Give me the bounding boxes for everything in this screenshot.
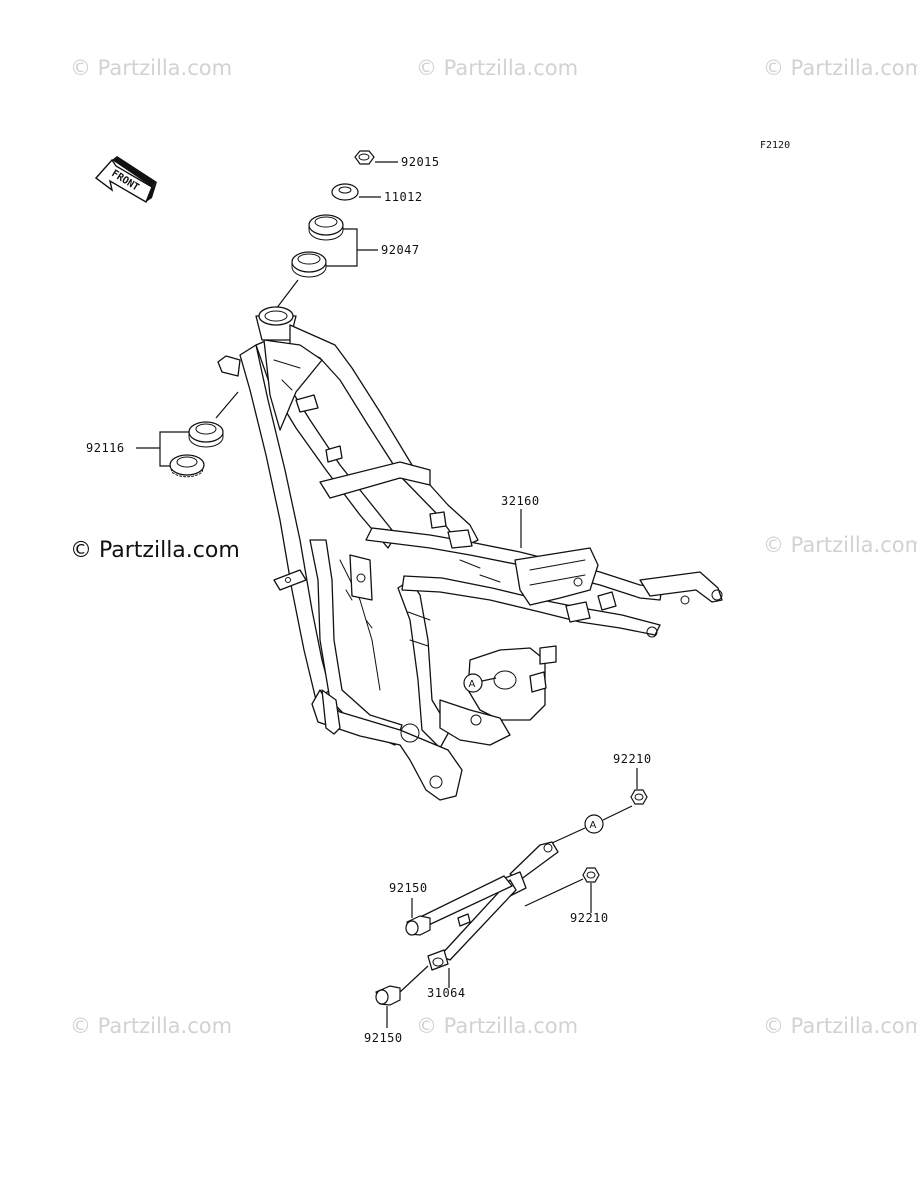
watermark-top-right: © Partzilla.com (763, 56, 917, 80)
label-11012: 11012 (384, 190, 423, 204)
watermark-bottom-right: © Partzilla.com (763, 1014, 917, 1038)
part-92210-nut-mid[interactable] (582, 867, 600, 883)
part-92015-nut[interactable] (354, 150, 375, 165)
svg-text:A: A (469, 679, 476, 690)
watermark-top-left: © Partzilla.com (70, 56, 232, 80)
ref-marker-a-bracket: A (584, 814, 604, 834)
watermark-middle-right: © Partzilla.com (763, 533, 917, 557)
label-92150-top: 92150 (389, 881, 428, 895)
part-92047-bearing-lower[interactable] (291, 251, 327, 278)
part-11012-seal[interactable] (331, 183, 359, 201)
label-92047: 92047 (381, 243, 420, 257)
watermark-bottom-center: © Partzilla.com (416, 1014, 578, 1038)
watermark-top-center: © Partzilla.com (416, 56, 578, 80)
part-92210-nut-top[interactable] (630, 789, 648, 805)
label-92015: 92015 (401, 155, 440, 169)
diagram-code: F2120 (760, 140, 790, 151)
label-92150-bottom: 92150 (364, 1031, 403, 1045)
label-92116: 92116 (86, 441, 125, 455)
part-92150-bolt-bottom[interactable] (375, 985, 401, 1006)
label-31064: 31064 (427, 986, 466, 1000)
watermark-main: © Partzilla.com (70, 538, 240, 563)
part-92047-bearing-upper[interactable] (308, 214, 344, 241)
part-92116-bearing[interactable] (169, 454, 205, 478)
watermark-bottom-left: © Partzilla.com (70, 1014, 232, 1038)
part-92116-race[interactable] (188, 421, 224, 448)
part-31064-bracket[interactable] (409, 841, 559, 971)
frame-32160[interactable] (217, 306, 723, 801)
svg-text:A: A (590, 820, 597, 831)
label-32160: 32160 (501, 494, 540, 508)
ref-marker-a-frame: A (463, 673, 483, 693)
part-92150-bolt-top[interactable] (405, 915, 431, 936)
label-92210-mid: 92210 (570, 911, 609, 925)
label-92210-top: 92210 (613, 752, 652, 766)
front-arrow-icon: FRONT (94, 156, 157, 204)
watermarks: © Partzilla.com © Partzilla.com © Partzi… (70, 56, 917, 1038)
